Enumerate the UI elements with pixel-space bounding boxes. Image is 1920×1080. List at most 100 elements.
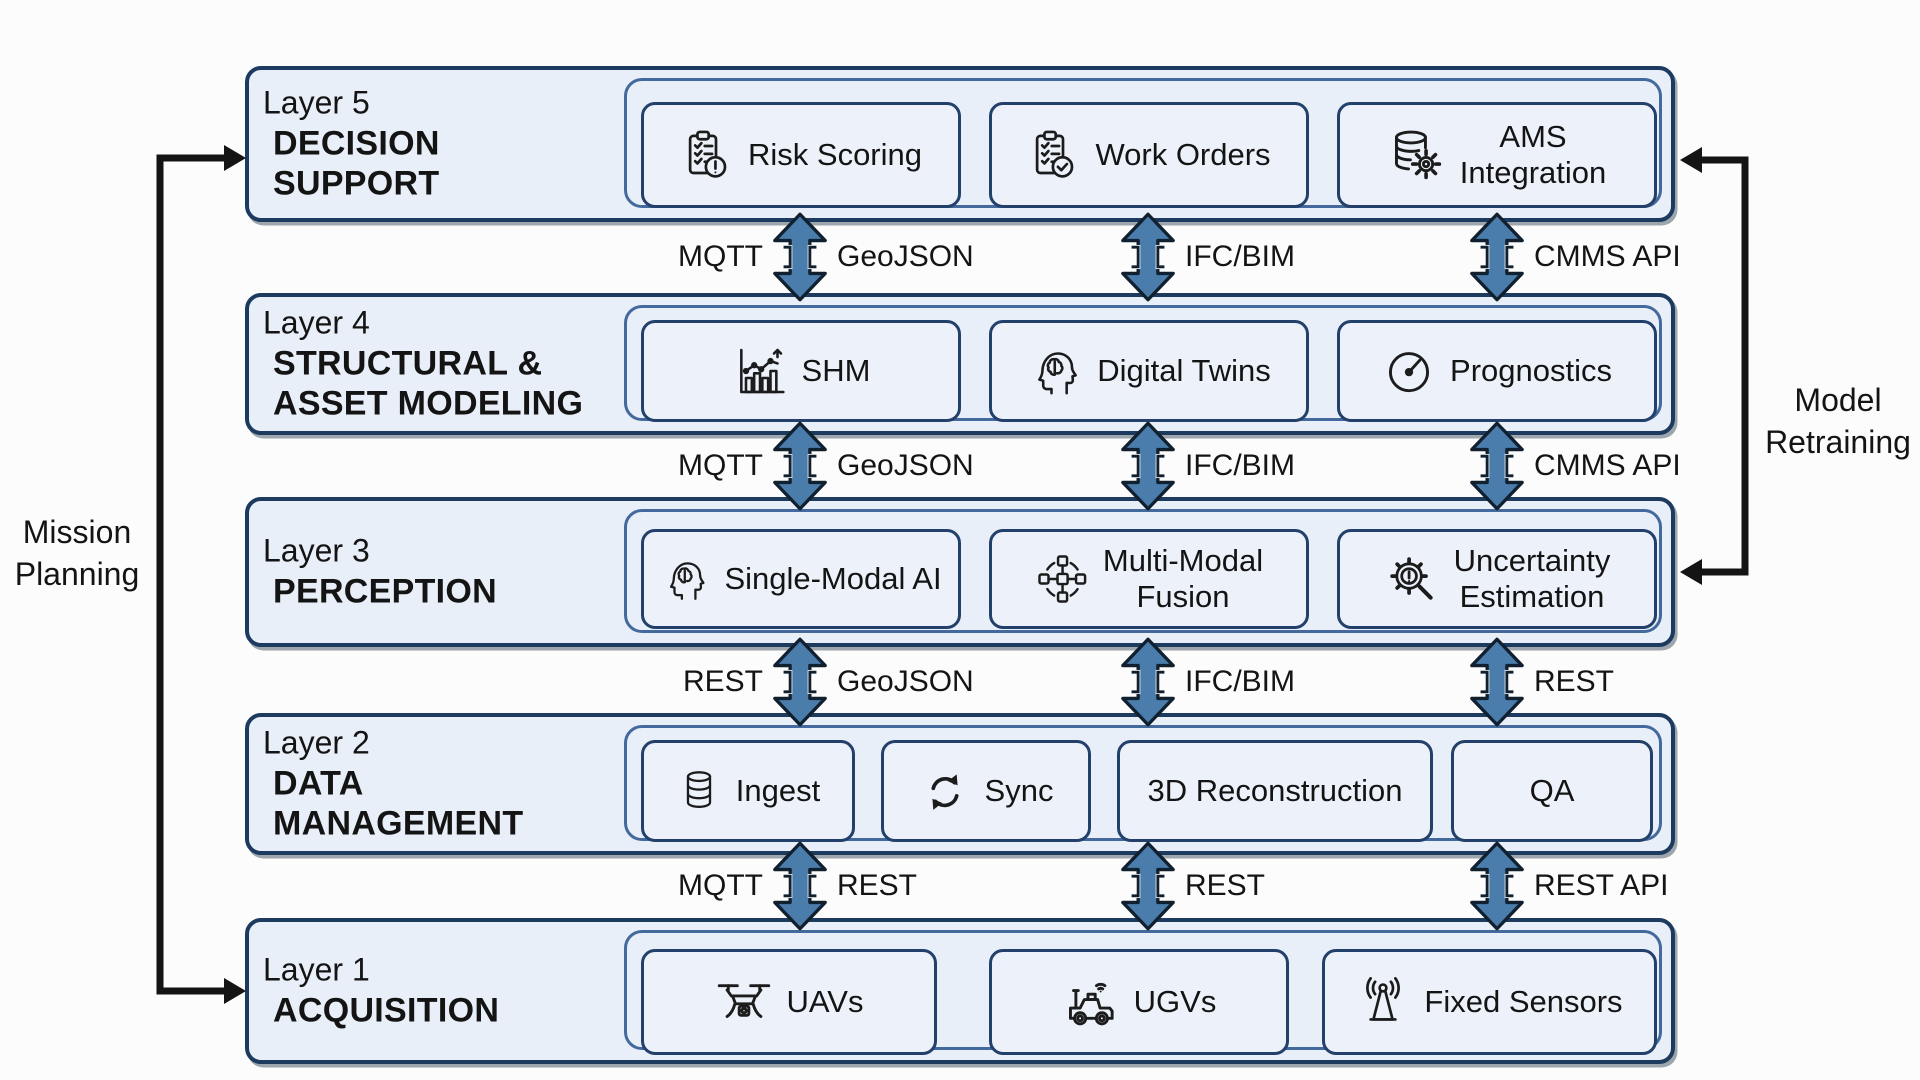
double-arrow-icon [773,841,827,931]
layer-2-heading: Layer 2 DATA MANAGEMENT [263,724,523,843]
antenna-icon [1356,975,1410,1029]
module-label: Work Orders [1095,137,1271,173]
module-label: QA [1529,773,1575,809]
double-arrow-icon [1470,637,1524,727]
mission-planning-line [156,154,227,995]
layer-number: Layer 5 [263,84,370,121]
mission-planning-arrowhead-bottom [224,978,246,1004]
module-label: Sync [984,773,1054,809]
layer-title: DATA MANAGEMENT [273,764,524,843]
module-label: Risk Scoring [748,137,922,173]
conn-l3l2-col1: REST GeoJSON [683,636,974,728]
module-sync: Sync [881,740,1091,842]
module-label: Prognostics [1450,353,1612,389]
conn-l4l3-col2: IFC/BIM [1115,420,1295,512]
layer-4-structural-asset-modeling: Layer 4 STRUCTURAL & ASSET MODELING SHM [245,293,1675,435]
conn-l5l4-col1: MQTT GeoJSON [678,211,974,303]
model-retraining-label: Model Retraining [1765,382,1911,460]
module-label: Uncertainty Estimation [1453,543,1611,614]
module-ingest: Ingest [641,740,855,842]
protocol-label-right: REST API [1534,869,1669,902]
protocol-label-right: GeoJSON [837,449,974,482]
sync-arrows-icon [919,765,971,817]
module-label: SHM [801,353,871,389]
clipboard-alert-icon [680,128,734,182]
brain-head-icon [1027,343,1083,399]
conn-l2l1-col2: REST [1115,840,1265,932]
layer-title: PERCEPTION [273,572,498,611]
protocol-label-left: MQTT [678,240,763,273]
double-arrow-icon [1121,841,1175,931]
mission-planning-arrowhead-top [224,145,246,171]
rover-icon [1062,973,1120,1031]
layer-title: STRUCTURAL & ASSET MODELING [273,344,584,423]
module-label: AMS Integration [1459,119,1607,190]
database-gear-icon [1388,126,1446,184]
layer-number: Layer 2 [263,724,370,761]
module-3d-reconstruction: 3D Reconstruction [1117,740,1433,842]
double-arrow-icon [773,637,827,727]
module-single-modal-ai: Single-Modal AI [641,529,961,629]
gauge-icon [1382,344,1436,398]
layer-3-perception: Layer 3 PERCEPTION Single-Modal AI [245,497,1675,647]
protocol-label-right: CMMS API [1534,240,1681,273]
protocol-label-right: REST [1534,665,1615,698]
drone-icon [715,973,773,1031]
module-label: 3D Reconstruction [1147,773,1403,809]
double-arrow-icon [1121,212,1175,302]
protocol-label-right: CMMS API [1534,449,1681,482]
conn-l5l4-col2: IFC/BIM [1115,211,1295,303]
protocol-label-left: MQTT [678,449,763,482]
conn-l2l1-col1: MQTT REST [678,840,917,932]
protocol-label-right: IFC/BIM [1185,665,1295,698]
double-arrow-icon [773,421,827,511]
module-work-orders: Work Orders [989,102,1309,208]
layer-3-heading: Layer 3 PERCEPTION [263,532,497,611]
module-label: Fixed Sensors [1424,984,1623,1020]
module-fixed-sensors: Fixed Sensors [1322,949,1657,1055]
gear-alert-magnifier-icon [1384,551,1440,607]
module-label: Digital Twins [1097,353,1271,389]
layer-number: Layer 4 [263,304,370,341]
double-arrow-icon [1470,841,1524,931]
double-arrow-icon [1470,212,1524,302]
module-uavs: UAVs [641,949,937,1055]
layer-1-acquisition: Layer 1 ACQUISITION UAVs [245,918,1675,1064]
model-retraining-arrowhead-top [1680,147,1702,173]
conn-l4l3-col1: MQTT GeoJSON [678,420,974,512]
module-multi-modal-fusion: Multi-Modal Fusion [989,529,1309,629]
module-label: Single-Modal AI [724,561,942,597]
model-retraining-line [1699,156,1749,576]
mission-planning-label: Mission Planning [14,514,140,592]
protocol-label-right: REST [1185,869,1266,902]
protocol-label-right: GeoJSON [837,665,974,698]
module-ams-integration: AMS Integration [1337,102,1657,208]
layer-3-module-panel [624,509,1662,633]
conn-l3l2-col2: IFC/BIM [1115,636,1295,728]
layer-number: Layer 1 [263,951,370,988]
conn-l2l1-col3: REST API [1464,840,1669,932]
layer-title: ACQUISITION [273,991,500,1030]
double-arrow-icon [773,212,827,302]
double-arrow-icon [1121,637,1175,727]
module-prognostics: Prognostics [1337,320,1657,422]
protocol-label-left: REST [682,665,763,698]
database-icon [676,768,722,814]
fusion-nodes-icon [1035,552,1089,606]
conn-l4l3-col3: CMMS API [1464,420,1681,512]
layer-1-heading: Layer 1 ACQUISITION [263,951,499,1030]
module-qa: QA [1451,740,1653,842]
layer-4-heading: Layer 4 STRUCTURAL & ASSET MODELING [263,304,583,423]
layer-5-decision-support: Layer 5 DECISION SUPPORT Risk Scoring [245,66,1675,222]
clipboard-check-icon [1027,128,1081,182]
conn-l3l2-col3: REST [1464,636,1614,728]
module-label: Ingest [735,773,821,809]
module-shm: SHM [641,320,961,422]
layer-title: DECISION SUPPORT [273,124,440,203]
layer-2-data-management: Layer 2 DATA MANAGEMENT Ingest [245,713,1675,855]
ai-head-icon [660,554,710,604]
module-label: UGVs [1133,984,1217,1020]
module-risk-scoring: Risk Scoring [641,102,961,208]
conn-l5l4-col3: CMMS API [1464,211,1681,303]
